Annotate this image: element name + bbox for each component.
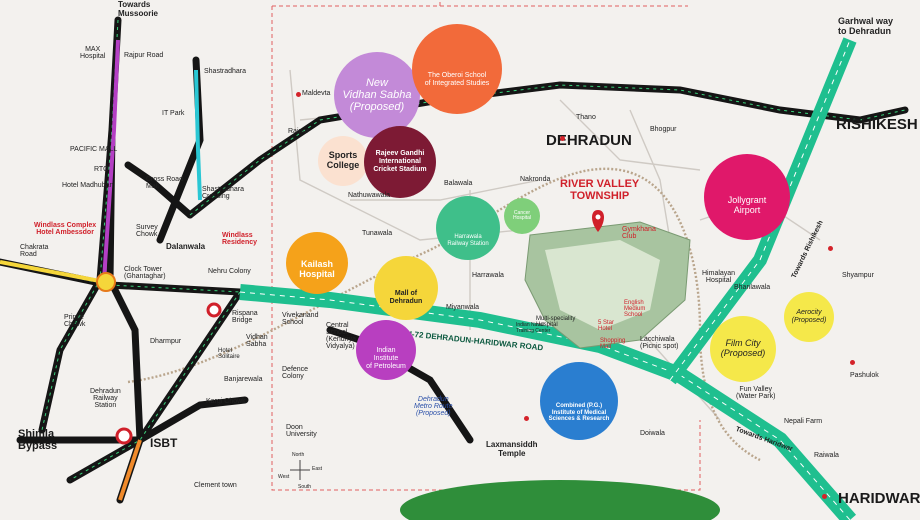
place-bhogpur: Bhogpur (650, 126, 677, 133)
compass-east: East (312, 466, 323, 472)
place-pacific-mall: PACIFIC MALL (70, 146, 118, 153)
project-mall: Shopping Mall (600, 338, 626, 350)
place-nepali-farm: Nepali Farm (784, 418, 823, 425)
compass-south: South (298, 484, 312, 490)
place-nakronda: Nakronda (520, 176, 551, 183)
place-clock-tower: Clock Tower (Ghantaghar) (124, 266, 166, 280)
place-pashulok: Pashulok (850, 372, 879, 379)
marker-dot (296, 92, 301, 97)
compass-west: West (278, 474, 290, 480)
place-bhanlawala: Bhanlawala (734, 284, 771, 291)
place-cross-road-mall: Cross Road Mall (146, 176, 183, 190)
marker-dot (822, 494, 827, 499)
place-central-school: Central School (Kendriya Vidyalya) (326, 322, 356, 350)
place-shyampur: Shyampur (842, 272, 874, 279)
place-defence-colony: Defence Colony (282, 366, 309, 380)
place-prince-chowk: Prince Chowk (64, 314, 86, 328)
place-nehru-colony: Nehru Colony (208, 268, 251, 275)
marker-dot (560, 136, 565, 141)
place-vivekanand-school: Vivekanand School (282, 312, 319, 326)
city-isbt: ISBT (150, 436, 178, 450)
project-name: RIVER VALLEY TOWNSHIP (560, 178, 640, 203)
city-haridwar: HARIDWAR (838, 490, 920, 507)
circle-aerocity: Aerocity (Proposed) (784, 292, 834, 342)
project-naval: Indian Naval Training Center (516, 322, 551, 334)
compass-north: North (292, 452, 305, 458)
place-rto: RTO (94, 166, 109, 173)
circle-mall-dehradun: Mall of Dehradun (374, 256, 438, 320)
circle-kailash-hospital: Kailash Hospital (286, 232, 348, 294)
place-harrawala: Harrawala (472, 272, 504, 279)
place-dehradun-railway: Dehradun Railway Station (90, 388, 121, 409)
place-hotel-madhuban: Hotel Madhuban (62, 182, 114, 189)
city-dehradun: DEHRADUN (546, 132, 632, 149)
circle-vidhan-sabha: New Vidhan Sabha (Proposed) (334, 52, 420, 138)
circle-railway-station: Harrawala Railway Station (436, 196, 500, 260)
project-english-school: English Medium School (624, 300, 646, 318)
place-doiwala: Doiwala (640, 430, 665, 437)
place-windlass-complex: Windlass Complex Hotel Ambessdor (34, 222, 97, 236)
place-laxmansiddh-temple: Laxmansiddh Temple (486, 440, 538, 458)
project-gymkhana: Gymkhana Club (622, 226, 656, 240)
place-max-hospital: MAX Hospital (80, 46, 106, 60)
direction-garhwal: Garhwal way to Dehradun (838, 16, 894, 36)
city-shimla-bypass: Shimla Bypass (18, 428, 58, 453)
circle-cricket-stadium: Rajeev Gandhi International Cricket Stad… (364, 126, 436, 198)
place-vidhan-sabha: Vidhan Sabha (246, 334, 268, 348)
circle-petroleum-institute: Indian Institute of Petroleum (356, 320, 416, 380)
place-shastradhara: Shastradhara (204, 68, 247, 75)
place-himalayan-hospital: Himalayan Hospital (702, 270, 736, 284)
place-clement-town: Clement town (194, 482, 237, 489)
direction-mussoorie: Towards Mussoorie (118, 0, 159, 18)
place-thano: Thano (576, 114, 596, 121)
project-hotel: 5 Star Hotel (598, 320, 615, 332)
place-balawala: Balawala (444, 180, 473, 187)
place-chakrata-road: Chakrata Road (20, 244, 49, 258)
circle-aiims: Combined (P.G.) Institute of Medical Sci… (540, 362, 618, 440)
place-lacchiwala: Lacchiwala (Picnic spot) (640, 336, 679, 350)
place-dharmpur: Dharmpur (150, 338, 182, 345)
circle-cancer-hospital: Cancer Hospital (504, 198, 540, 234)
place-rajpur: Rajpur (288, 128, 309, 135)
place-maldevta: Maldevta (302, 90, 331, 97)
place-raiwala: Raiwala (814, 452, 839, 459)
place-shastradhara-crossing: Shastradhara Crossing (202, 186, 245, 200)
place-kargi-chowk: Kargi Chowk (206, 398, 246, 405)
place-rispana-bridge: Rispana Bridge (232, 310, 258, 324)
marker-dot (828, 246, 833, 251)
marker-dot (850, 360, 855, 365)
place-windlass-residency: Windlass Residency (222, 232, 258, 246)
circle-oberoi-school: The Oberoi School of Integrated Studies (412, 24, 502, 114)
place-miyanwala: Miyanwala (446, 304, 480, 311)
place-hotel-solitaire: Hotel Solitaire (218, 348, 240, 360)
marker-dot (524, 416, 529, 421)
place-banjarewala: Banjarewala (224, 376, 263, 383)
place-nathuwawala: Nathuwawala (348, 192, 391, 199)
place-fun-valley: Fun Valley (Water Park) (736, 386, 776, 400)
place-dalanwala: Dalanwala (166, 242, 206, 251)
place-rajpur-road: Rajpur Road (124, 52, 164, 59)
metro-label: Dehradun Metro Route (Proposed) (414, 396, 453, 417)
circle-film-city: Film City (Proposed) (710, 316, 776, 382)
circle-jollygrant-airport: Jollygrant Airport (704, 154, 790, 240)
city-rishikesh: RISHIKESH (836, 116, 918, 133)
place-doon-university: Doon University (286, 424, 317, 438)
place-tunawala: Tunawala (362, 230, 393, 237)
project-hospital: Multi-speciality Hospital (536, 316, 576, 328)
place-it-park: IT Park (162, 110, 185, 117)
place-survey-chowk: Survey Chowk (136, 224, 158, 238)
circle-sports-college: Sports College (318, 136, 368, 186)
